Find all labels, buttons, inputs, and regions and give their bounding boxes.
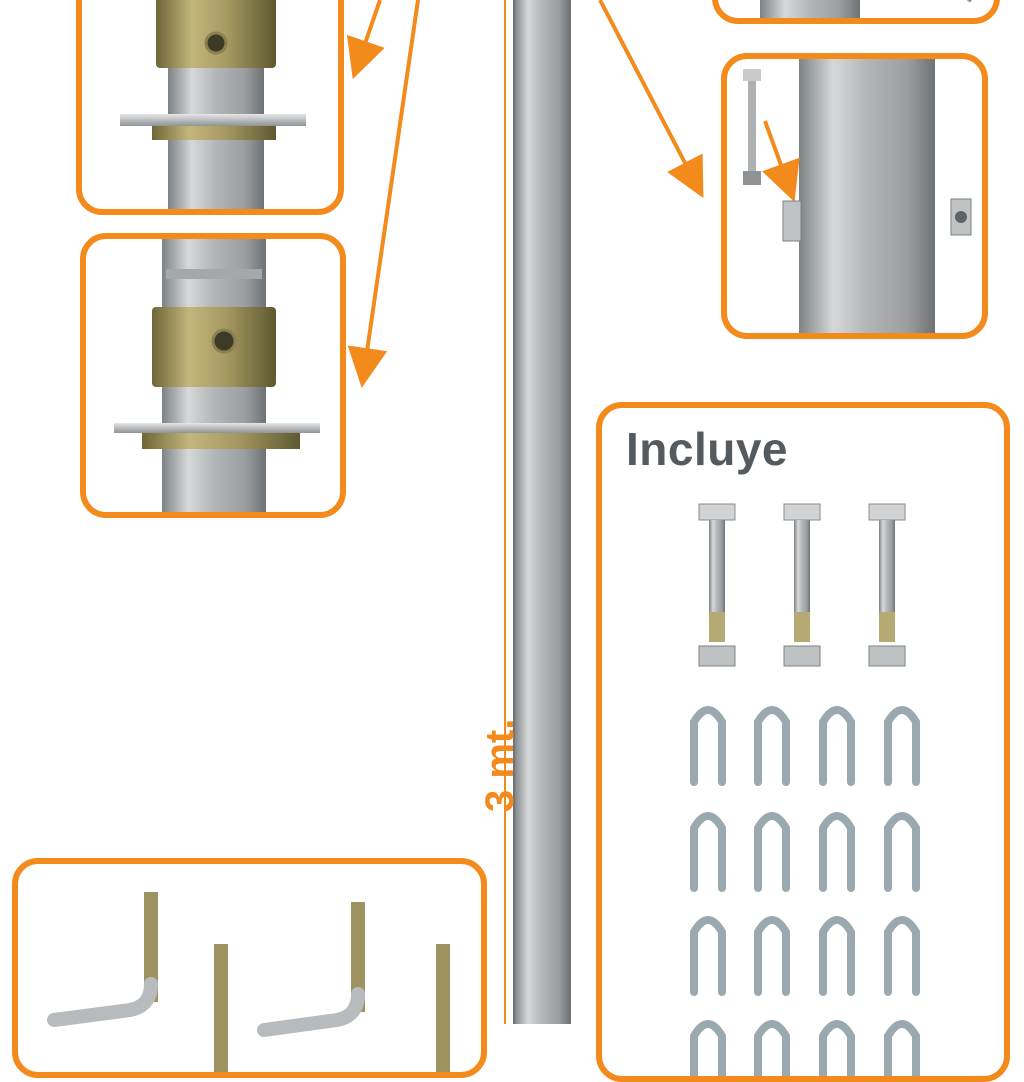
detail-frame-upper-clamp xyxy=(76,0,344,215)
cable-thimble-icon xyxy=(819,812,855,892)
cable-thimble-icon xyxy=(819,706,855,786)
main-pole xyxy=(504,0,571,1024)
cable-thimble-icon xyxy=(754,706,790,786)
upper-clamp-illustration xyxy=(120,0,306,209)
cable-thimble-icon xyxy=(884,706,920,786)
set-screw-icon xyxy=(211,328,237,354)
cable-thimble-icon xyxy=(819,916,855,996)
threaded-rod-icon xyxy=(214,944,228,1072)
included-title: Incluye xyxy=(626,423,789,475)
cable-thimble-grid xyxy=(690,706,920,1076)
cable-thimble-icon xyxy=(884,812,920,892)
callout-arrows xyxy=(346,0,704,388)
cable-thimble-icon xyxy=(884,1020,920,1076)
cable-thimble-icon xyxy=(690,916,726,996)
cable-thimble-icon xyxy=(819,1020,855,1076)
detail-frame-bolt-through-pole xyxy=(721,53,988,339)
arrow-icon xyxy=(762,120,800,203)
threaded-rod-icon xyxy=(436,944,450,1072)
base-plate-icon xyxy=(120,114,306,126)
bolt-through-pole-illustration xyxy=(743,59,972,333)
lower-clamp-illustration xyxy=(114,239,320,512)
cable-thimble-icon xyxy=(690,1020,726,1076)
l-anchor-bolt-icon xyxy=(47,892,158,1027)
cable-thimble-icon xyxy=(754,1020,790,1076)
anchor-bolts-box xyxy=(12,858,487,1078)
cable-thimble-icon xyxy=(690,812,726,892)
hex-bolt-icon xyxy=(783,503,821,667)
detail-frame-top-right xyxy=(712,0,1000,24)
cable-thimble-icon xyxy=(754,812,790,892)
detail-frame-lower-clamp xyxy=(80,233,346,518)
cable-thimble-icon xyxy=(884,916,920,996)
arrow-icon xyxy=(598,0,704,199)
pole-icon xyxy=(514,0,570,1024)
anchor-bolts-illustration xyxy=(47,892,450,1072)
included-parts-illustration xyxy=(690,503,920,1076)
hex-bolt-icon xyxy=(868,503,906,667)
top-right-illustration xyxy=(760,0,973,18)
hex-bolt-icon xyxy=(743,69,761,185)
set-screw-icon xyxy=(204,31,228,55)
arrow-icon xyxy=(347,0,420,388)
cable-thimble-icon xyxy=(754,916,790,996)
base-plate-icon xyxy=(114,423,320,433)
bolt-head-icon xyxy=(782,200,802,242)
hex-bolt-icon xyxy=(698,503,736,667)
included-parts-box: Incluye xyxy=(596,402,1010,1082)
cable-thimble-icon xyxy=(690,706,726,786)
l-anchor-bolt-icon xyxy=(257,902,365,1037)
arrow-icon xyxy=(346,0,385,80)
